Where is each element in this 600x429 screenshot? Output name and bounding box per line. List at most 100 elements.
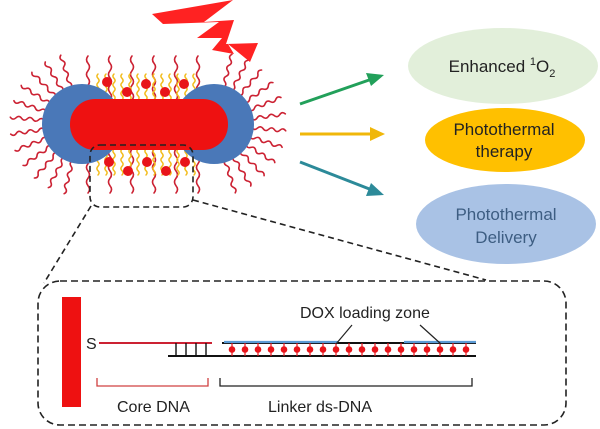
dox-loading-zone-label: DOX loading zone: [300, 305, 430, 322]
dna-strand: [13, 99, 47, 113]
zoom-selection-box: [89, 144, 194, 208]
dox-molecule: [332, 346, 340, 353]
zoom-line-right: [192, 199, 487, 281]
dox-intercalation-sites: [228, 343, 470, 356]
linker-strand: [136, 73, 140, 101]
linker-strand: [136, 148, 140, 176]
gold-nanorod: [70, 99, 228, 150]
dna-strand: [44, 61, 64, 93]
dna-strand: [250, 111, 287, 121]
core-dna-label: Core DNA: [117, 399, 190, 416]
dox-dot: [102, 77, 112, 87]
dox-dot: [104, 157, 114, 167]
dna-strand: [22, 144, 52, 167]
dox-dot: [160, 87, 170, 97]
dna-strands-right: [222, 53, 287, 194]
dox-molecule: [345, 346, 353, 353]
singlet-oxygen-label: Enhanced 1O2: [449, 56, 556, 80]
dox-molecule: [293, 346, 301, 353]
singlet-oxygen-bubble: [408, 28, 598, 104]
dna-strand: [173, 55, 179, 101]
rod-surface: [62, 297, 81, 407]
linker-strand: [120, 148, 124, 176]
dna-strand: [223, 159, 237, 194]
linker-strand: [176, 148, 180, 176]
dna-strand: [31, 71, 57, 98]
arrow-singlet-oxygen: [299, 77, 373, 106]
dna-strands-left: [9, 54, 74, 195]
dna-strand: [47, 156, 65, 189]
core-base-pairs: [175, 343, 207, 356]
linker-dna-bracket: [219, 378, 473, 387]
dox-dots-top: [102, 77, 189, 97]
outcome-photothermal-therapy: Photothermal therapy: [425, 108, 585, 172]
dna-strand: [14, 136, 48, 152]
dox-molecule: [449, 346, 457, 353]
outcome-arrows: [299, 73, 385, 196]
dna-strand: [9, 115, 45, 123]
dna-strand: [232, 155, 252, 187]
nanorod: [9, 53, 287, 195]
dna-strand: [239, 150, 265, 177]
lightning-icon: [152, 0, 258, 62]
dna-strand: [107, 148, 113, 194]
linker-strand: [120, 73, 124, 101]
photothermal-delivery-bubble: [416, 184, 596, 264]
dna-strand: [9, 127, 46, 137]
dox-dot: [122, 87, 132, 97]
linker-strand: [152, 73, 156, 101]
core-dna-bracket: [96, 378, 209, 387]
dox-dot: [141, 79, 151, 89]
photothermal-therapy-bubble: [425, 108, 585, 172]
dna-strand: [20, 84, 51, 105]
photothermal-delivery-line1: Photothermal: [455, 205, 556, 224]
dox-molecule: [241, 346, 249, 353]
dox-molecule: [358, 346, 366, 353]
linker-strand: [168, 73, 172, 101]
photothermal-therapy-line1: Photothermal: [453, 120, 554, 139]
dox-molecule: [228, 346, 236, 353]
dox-dot: [180, 157, 190, 167]
dox-molecule: [280, 346, 288, 353]
dna-strand: [251, 125, 287, 133]
linker-strand: [152, 148, 156, 176]
dox-molecule: [423, 346, 431, 353]
dna-strand: [248, 96, 282, 112]
dox-dots-bottom: [104, 157, 190, 176]
dna-strand: [129, 55, 135, 101]
dox-molecule: [254, 346, 262, 353]
dna-strand: [59, 54, 73, 89]
sulfur-label: S: [86, 336, 97, 353]
linker-strand: [112, 73, 116, 101]
outcome-singlet-oxygen: Enhanced 1O2: [408, 28, 598, 104]
dox-dot: [142, 157, 152, 167]
dox-molecule: [319, 346, 327, 353]
dna-strand: [245, 143, 276, 164]
dox-molecule: [306, 346, 314, 353]
arrowhead-photothermal-therapy: [370, 127, 385, 141]
dox-molecule: [371, 346, 379, 353]
outcome-photothermal-delivery: Photothermal Delivery: [416, 184, 596, 264]
dox-pointer-right: [419, 324, 442, 345]
dna-strand: [238, 69, 263, 97]
arrowhead-photothermal-delivery: [366, 183, 384, 196]
photothermal-therapy-line2: therapy: [476, 142, 533, 161]
dox-pointer-left: [335, 324, 353, 345]
dna-strand: [249, 135, 283, 149]
arrow-photothermal-delivery: [299, 160, 373, 192]
linker-strand: [176, 73, 180, 101]
inset-border: [37, 280, 567, 426]
dox-molecule: [462, 346, 470, 353]
dna-strand: [231, 59, 249, 92]
arrowhead-singlet-oxygen: [366, 73, 384, 86]
dna-strand: [244, 81, 274, 104]
dox-molecule: [267, 346, 275, 353]
dna-strand: [33, 151, 58, 179]
linker-dna-label: Linker ds-DNA: [268, 399, 372, 416]
dox-molecule: [436, 346, 444, 353]
dox-molecule: [410, 346, 418, 353]
dox-molecule: [384, 346, 392, 353]
dna-strand: [173, 148, 179, 194]
dox-dot: [179, 79, 189, 89]
